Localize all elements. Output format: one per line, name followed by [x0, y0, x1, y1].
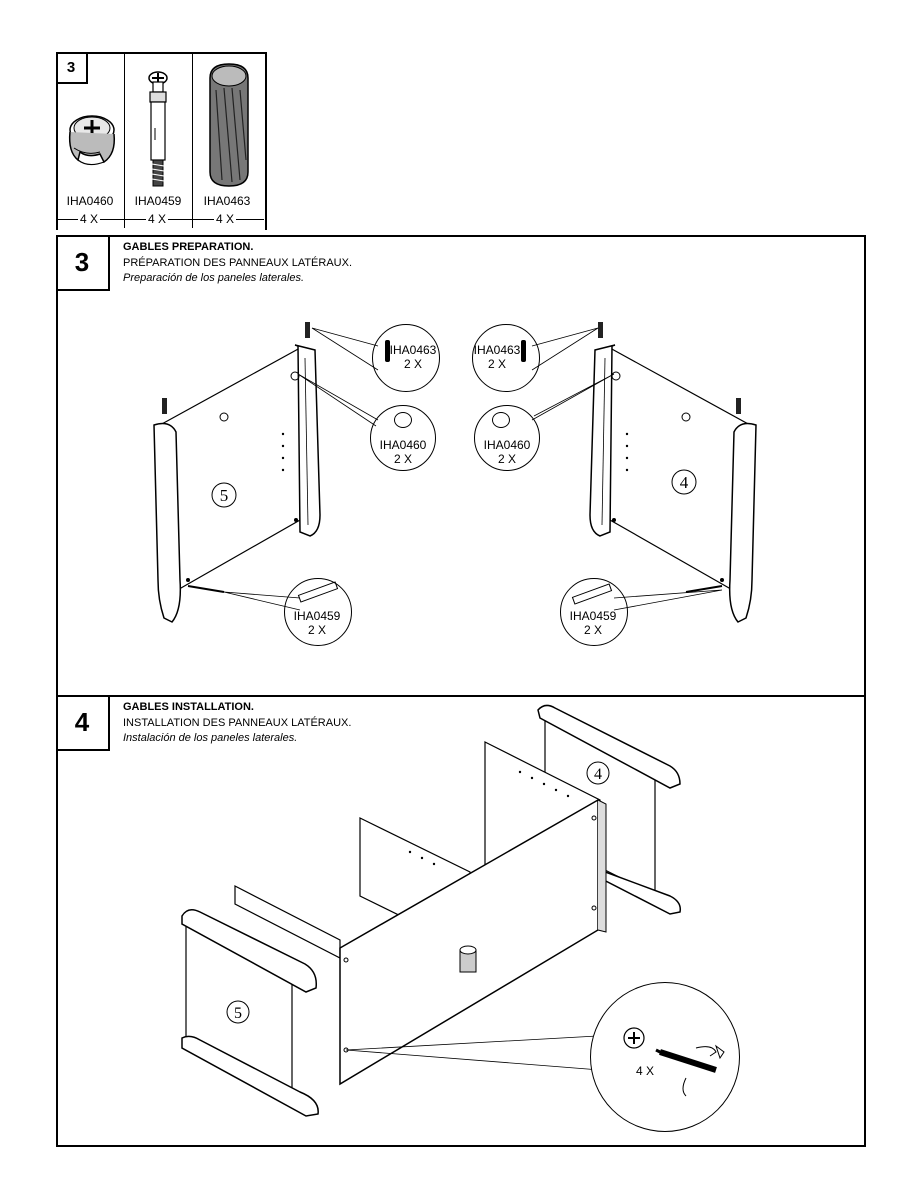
bolt-callout-left: [284, 578, 352, 646]
bolt-code: IHA0459: [569, 609, 617, 623]
wood-dowel-icon: [209, 63, 249, 187]
dowel-icon: [521, 340, 526, 362]
part-code: IHA0459: [134, 194, 182, 208]
parts-divider: [192, 52, 193, 228]
cam-callout-left: [370, 405, 436, 471]
dowel-callout-left: [372, 324, 440, 392]
panel-number-4: 4: [594, 766, 602, 783]
dowel-code: IHA0463: [389, 343, 437, 357]
step-3-title-fr: PRÉPARATION DES PANNEAUX LATÉRAUX.: [123, 257, 353, 269]
panel-number-5: 5: [234, 1005, 242, 1022]
cam-lock-icon: [492, 412, 510, 428]
screwdriver-callout: [590, 982, 740, 1132]
dowel-code: IHA0463: [473, 343, 521, 357]
part-qty: 4 X: [78, 212, 101, 226]
cam-lock-icon: [68, 115, 116, 166]
parts-step-number: 3: [56, 52, 88, 84]
cam-qty: 2 X: [497, 452, 516, 466]
step-3-title-es: Preparación de los paneles laterales.: [123, 272, 305, 284]
bolt-code: IHA0459: [293, 609, 341, 623]
step-3-title-en: GABLES PREPARATION.: [123, 241, 254, 253]
cam-qty: 2 X: [393, 452, 412, 466]
dowel-qty: 2 X: [403, 357, 422, 371]
part-qty: 4 X: [146, 212, 169, 226]
left-gable-drawing: 5: [153, 322, 379, 623]
step-4-title-es: Instalación de los paneles laterales.: [123, 732, 298, 744]
screwdriver-icon: [623, 1027, 725, 1097]
callout-qty: 4 X: [636, 1064, 655, 1078]
right-gable-drawing: 4: [531, 322, 757, 623]
step-4-title-en: GABLES INSTALLATION.: [123, 701, 254, 713]
part-code: IHA0463: [203, 194, 251, 208]
step-3-number: 3: [56, 235, 110, 291]
panel-number-4: 4: [680, 473, 689, 492]
parts-box: [56, 52, 267, 230]
assembly-drawing: 4 5: [181, 704, 682, 1117]
step-4-frame: [56, 695, 866, 1147]
bolt-qty: 2 X: [583, 623, 602, 637]
panel-number-5: 5: [220, 486, 229, 505]
part-code: IHA0460: [66, 194, 114, 208]
bolt-callout-right: [560, 578, 628, 646]
cam-code: IHA0460: [483, 438, 531, 452]
cam-lock-icon: [394, 412, 412, 428]
dowel-qty: 2 X: [487, 357, 506, 371]
dowel-icon: [385, 340, 390, 362]
step-4-title-fr: INSTALLATION DES PANNEAUX LATÉRAUX.: [123, 717, 352, 729]
step-4-number: 4: [56, 695, 110, 751]
parts-divider: [124, 52, 125, 228]
dowel-callout-right: [472, 324, 540, 392]
cam-bolt-icon: [148, 71, 168, 187]
cam-code: IHA0460: [379, 438, 427, 452]
cam-callout-right: [474, 405, 540, 471]
part-qty: 4 X: [214, 212, 237, 226]
bolt-qty: 2 X: [307, 623, 326, 637]
